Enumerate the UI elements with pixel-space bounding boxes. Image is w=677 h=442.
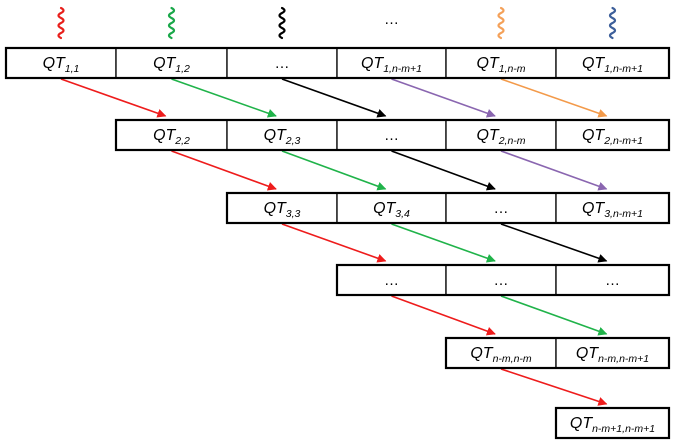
- dependency-arrow: [171, 78, 277, 118]
- row-outline: [444, 336, 671, 370]
- wave-marker-icon: [497, 6, 505, 40]
- cell-label: QT2,n-m+1: [582, 127, 643, 147]
- cell-label: QTn-m,n-m: [470, 345, 532, 365]
- qt-row: QTn-m+1,n-m+1: [554, 406, 671, 440]
- cell-ellipsis: …: [384, 127, 399, 144]
- cell-label-base: QT: [582, 127, 605, 144]
- cell-label-base: QT: [153, 55, 176, 72]
- cell-label: QT1,2: [153, 55, 190, 75]
- cell-label-subscript: 3,4: [395, 208, 410, 220]
- cell-ellipsis: …: [494, 200, 509, 217]
- cell-label-base: QT: [373, 200, 396, 217]
- cell-label-subscript: 1,n-m+1: [604, 63, 643, 75]
- qt-cell: [555, 47, 670, 79]
- dependency-arrow: [500, 223, 608, 263]
- top-markers: …: [57, 6, 617, 40]
- cell-label-subscript: n-m,n-m+1: [598, 353, 649, 365]
- cell-ellipsis: …: [384, 272, 399, 289]
- cell-label-base: QT: [264, 127, 287, 144]
- cell-label-base: QT: [576, 345, 599, 362]
- row-outline: [4, 46, 671, 80]
- cell-label-subscript: n-m+1,n-m+1: [592, 423, 655, 435]
- cell-label-subscript: 1,2: [175, 63, 190, 75]
- cell-label-subscript: 2,2: [174, 135, 190, 147]
- cell-label-subscript: 1,1: [65, 63, 80, 75]
- dependency-arrow: [281, 78, 387, 118]
- cell-label-base: QT: [476, 127, 499, 144]
- dependency-arrow: [391, 150, 496, 191]
- cell-label: QTn-m,n-m+1: [576, 345, 649, 365]
- cell-ellipsis: …: [605, 272, 620, 289]
- row-outline: [225, 191, 671, 225]
- row-outline: [554, 406, 671, 440]
- cell-label: QT1,n-m: [476, 55, 525, 75]
- cell-label: QT1,n-m+1: [582, 55, 643, 75]
- top-ellipsis: …: [384, 11, 399, 28]
- dependency-arrow: [391, 223, 496, 263]
- cell-label: QT1,n-m+1: [361, 55, 422, 75]
- cell-label-subscript: 2,3: [285, 135, 301, 147]
- cell-label-subscript: 2,n-m+1: [603, 135, 643, 147]
- dependency-arrow: [500, 78, 608, 118]
- cell-label-base: QT: [470, 345, 493, 362]
- qt-cell: [226, 47, 338, 79]
- cell-label-subscript: 3,n-m+1: [604, 208, 643, 220]
- row-outline: [114, 118, 671, 152]
- cell-label: QT3,4: [373, 200, 410, 220]
- qt-cell: [445, 192, 557, 224]
- qt-cell: [336, 119, 447, 151]
- qt-cell: [445, 119, 557, 151]
- wave-marker-icon: [608, 6, 617, 40]
- cell-label: QT2,2: [153, 127, 190, 147]
- cell-label: QTn-m+1,n-m+1: [570, 415, 655, 435]
- dependency-arrow: [60, 78, 167, 118]
- qt-cell: [336, 47, 447, 79]
- wave-marker-icon: [57, 6, 65, 40]
- qt-row: … … …: [335, 263, 671, 297]
- cell-label: QT3,n-m+1: [582, 200, 643, 220]
- dependency-arrow: [391, 295, 496, 336]
- cell-label-base: QT: [153, 127, 176, 144]
- cell-label-base: QT: [264, 200, 287, 217]
- cell-label-subscript: 1,n-m+1: [383, 63, 422, 75]
- cell-label: QT2,n-m: [476, 127, 525, 147]
- wave-marker-icon: [167, 6, 176, 40]
- dependency-arrow: [281, 150, 387, 191]
- row-outline: [335, 263, 671, 297]
- dependency-arrow: [500, 368, 608, 406]
- cell-label: QT1,1: [43, 55, 80, 75]
- cell-label: QT3,3: [264, 200, 301, 220]
- cell-label-base: QT: [361, 55, 384, 72]
- cell-label-base: QT: [582, 55, 605, 72]
- arrows: [60, 78, 608, 406]
- cell-label-subscript: 1,n-m: [499, 63, 526, 75]
- cell-label-subscript: 2,n-m: [498, 135, 526, 147]
- dependency-arrow: [281, 223, 387, 263]
- dependency-arrow: [500, 150, 608, 191]
- cell-ellipsis: …: [275, 55, 290, 72]
- cell-label-base: QT: [582, 200, 605, 217]
- cell-label-subscript: 3,3: [286, 208, 301, 220]
- wave-marker-icon: [278, 6, 286, 40]
- qt-cell: [336, 192, 447, 224]
- cell-label-base: QT: [43, 55, 66, 72]
- cell-ellipsis: …: [494, 272, 509, 289]
- cell-label: QT2,3: [264, 127, 301, 147]
- dependency-arrow: [171, 150, 277, 191]
- cell-label-base: QT: [476, 55, 499, 72]
- dependency-arrow: [391, 78, 496, 118]
- cell-label-base: QT: [570, 415, 593, 432]
- dependency-arrow: [500, 295, 608, 336]
- cell-label-subscript: n-m,n-m: [493, 353, 532, 365]
